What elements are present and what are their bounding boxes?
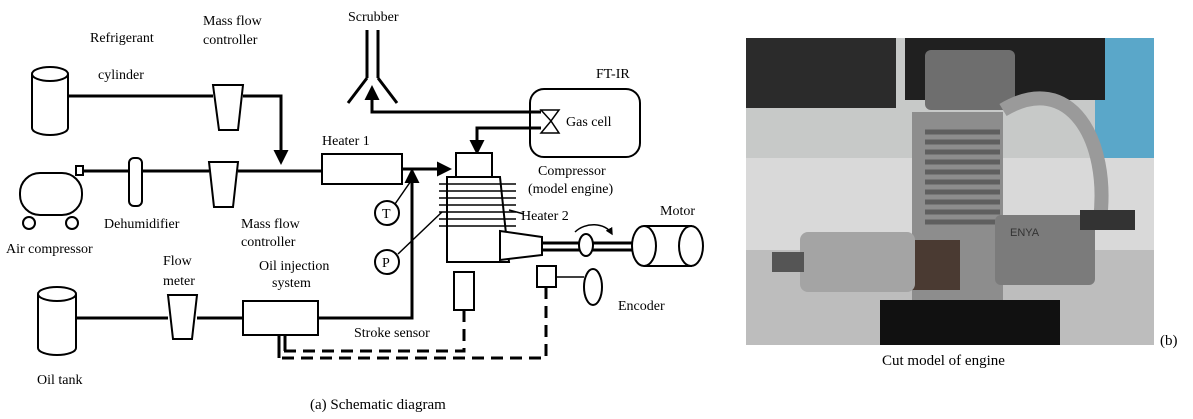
heater-2-label: Heater 2 bbox=[521, 209, 569, 224]
scrubber-label: Scrubber bbox=[348, 10, 399, 25]
temperature-sensor-label: T bbox=[382, 207, 391, 222]
flow-meter-icon bbox=[168, 295, 197, 339]
panel-b-label: (b) bbox=[1160, 333, 1178, 350]
refrigerant-line bbox=[68, 96, 281, 162]
mass-flow-controller-bottom-label-1: Mass flow bbox=[241, 217, 301, 232]
pressure-sensor-label: P bbox=[382, 256, 390, 271]
engine-photo-graphic: DELL ENYA bbox=[746, 38, 1154, 345]
flow-meter-label-2: meter bbox=[163, 274, 195, 289]
dehumidifier-label: Dehumidifier bbox=[104, 217, 180, 232]
compressor-model-engine bbox=[439, 153, 542, 262]
ftir-label: FT-IR bbox=[596, 67, 630, 82]
oil-injection-label-2: system bbox=[272, 276, 311, 291]
gas-cell-label: Gas cell bbox=[566, 115, 612, 130]
encoder-sensor bbox=[537, 266, 556, 287]
heater-1-label: Heater 1 bbox=[322, 134, 370, 149]
refrigerant-cylinder-label-1: Refrigerant bbox=[90, 31, 154, 46]
oil-injection-line bbox=[318, 171, 412, 318]
rotation-arrow-icon bbox=[575, 225, 612, 234]
pressure-sensor-lead bbox=[398, 212, 442, 254]
air-compressor-icon bbox=[20, 166, 83, 229]
air-compressor-label: Air compressor bbox=[6, 242, 93, 257]
oil-injection-label-1: Oil injection bbox=[259, 259, 329, 274]
heater-1 bbox=[322, 154, 402, 184]
oil-tank-label: Oil tank bbox=[37, 373, 83, 388]
encoder-label: Encoder bbox=[618, 299, 665, 314]
motor-label: Motor bbox=[660, 204, 695, 219]
stroke-sensor bbox=[454, 272, 474, 310]
compressor-label-2: (model engine) bbox=[528, 182, 613, 197]
refrigerant-cylinder bbox=[32, 67, 68, 135]
motor-icon bbox=[632, 226, 703, 266]
mass-flow-controller-bottom-label-2: controller bbox=[241, 235, 296, 250]
engine-brand-text: ENYA bbox=[1010, 227, 1040, 239]
dehumidifier-icon bbox=[129, 158, 142, 206]
panel-b-caption: Cut model of engine bbox=[882, 353, 1005, 370]
oil-injection-system bbox=[243, 301, 318, 335]
exhaust-line bbox=[372, 88, 541, 112]
refrigerant-cylinder-label-2: cylinder bbox=[98, 68, 144, 83]
panel-a-caption: (a) Schematic diagram bbox=[310, 397, 446, 414]
flow-meter-label-1: Flow bbox=[163, 254, 193, 269]
encoder-disk bbox=[584, 269, 602, 305]
mass-flow-controller-top bbox=[213, 85, 243, 130]
mass-flow-controller-top-label-2: controller bbox=[203, 33, 258, 48]
stroke-sensor-label: Stroke sensor bbox=[354, 326, 430, 341]
compressor-label-1: Compressor bbox=[538, 164, 606, 179]
oil-tank bbox=[38, 287, 76, 355]
mass-flow-controller-bottom bbox=[209, 162, 238, 207]
mass-flow-controller-top-label-1: Mass flow bbox=[203, 14, 263, 29]
shaft-coupling bbox=[579, 234, 593, 256]
